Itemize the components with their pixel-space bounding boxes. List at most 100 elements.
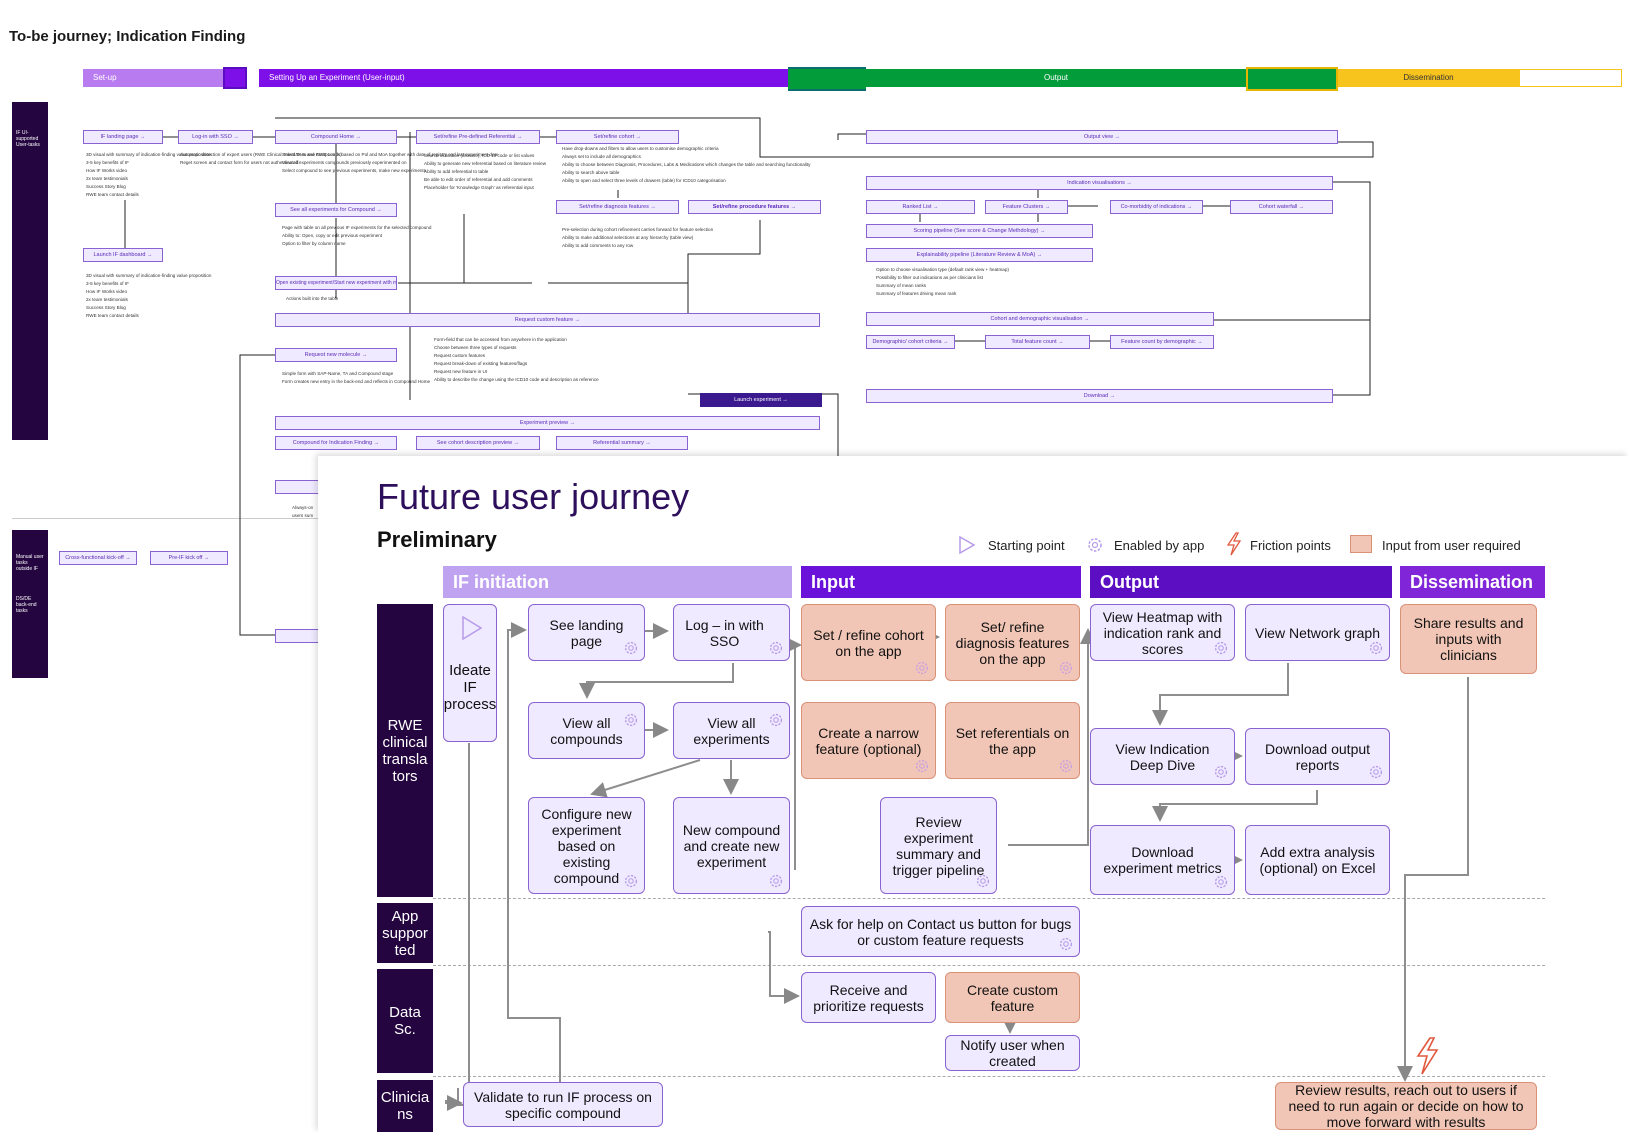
card-custom-feature: Create custom feature xyxy=(945,972,1080,1023)
card-review-results: Review results, reach out to users if ne… xyxy=(1275,1082,1537,1130)
card-review: Review experiment summary and trigger pi… xyxy=(880,797,997,894)
card-excel: Add extra analysis (optional) on Excel xyxy=(1245,825,1390,895)
bg-box-referential-summary: Referential summary → xyxy=(556,436,688,450)
card-receive: Receive and prioritize requests xyxy=(801,972,936,1023)
bg-phase-output: Output xyxy=(866,69,1246,87)
bg-box-custom-feature: Request custom feature → xyxy=(275,313,820,327)
card-share: Share results and inputs with clinicians xyxy=(1400,604,1537,674)
bg-notes-custom: Form-field that can be accessed from any… xyxy=(434,337,599,382)
friction-icon xyxy=(1416,1037,1439,1075)
bg-notes-landing: 3D visual with summary of indication-fin… xyxy=(86,152,212,197)
card-new-compound: New compound and create new experiment xyxy=(673,797,790,894)
bg-box-open-experiment: Open existing experiment/Start new exper… xyxy=(275,276,397,290)
card-ideate: Ideate IF process xyxy=(443,604,497,742)
starting-point-icon xyxy=(959,535,976,555)
bg-box-new-molecule: Request new molecule → xyxy=(275,348,397,362)
card-cohort: Set / refine cohort on the app xyxy=(801,604,936,681)
bg-phase-empty xyxy=(1519,69,1622,87)
bg-phase-setup: Set-up xyxy=(83,69,223,87)
bg-lane-manual: Manual user tasks outside IF xyxy=(12,530,48,578)
background-title: To-be journey; Indication Finding xyxy=(9,28,246,45)
bg-notes-sso: Automatic detection of expert users (RWE… xyxy=(180,152,342,165)
bg-box-cohort-vis: Cohort and demographic visualisation → xyxy=(866,312,1214,326)
bg-box-pre-if: Pre-IF kick off → xyxy=(150,551,228,565)
bg-box-kickoff: Cross-functional kick-off → xyxy=(59,551,137,565)
bg-box-download: Download → xyxy=(866,389,1333,403)
card-deep-dive: View Indication Deep Dive xyxy=(1090,728,1235,785)
lane-app: App suppor ted xyxy=(377,903,433,963)
lane-datasc: Data Sc. xyxy=(377,969,433,1073)
phase-dissemination: Dissemination xyxy=(1400,566,1545,598)
card-notify: Notify user when created xyxy=(945,1035,1080,1071)
gear-icon xyxy=(769,874,783,888)
gear-icon xyxy=(769,713,783,727)
bg-box-feature-clusters: Feature Clusters → xyxy=(985,200,1068,214)
gear-icon xyxy=(769,641,783,655)
gear-icon xyxy=(1214,875,1228,889)
phase-input: Input xyxy=(801,566,1081,598)
card-login: Log – in with SSO xyxy=(673,604,790,661)
card-experiments: View all experiments xyxy=(673,702,790,759)
bg-box-dashboard: Launch IF dashboard → xyxy=(83,248,163,262)
bg-box-cohort-preview: See cohort description preview → xyxy=(416,436,540,450)
bg-box-waterfall: Cohort waterfall → xyxy=(1230,200,1333,214)
legend-start: Starting point xyxy=(988,538,1065,553)
card-help: Ask for help on Contact us button for bu… xyxy=(801,906,1080,957)
card-validate: Validate to run IF process on specific c… xyxy=(463,1082,663,1127)
bg-notes-open: Actions built into the table xyxy=(286,296,339,301)
bg-box-landing: IF landing page → xyxy=(83,130,163,144)
bg-box-indication-vis: Indication visualisations → xyxy=(866,176,1333,190)
card-referentials: Set referentials on the app xyxy=(945,702,1080,779)
bg-box-experiments: See all experiments for Compound → xyxy=(275,203,397,217)
card-metrics: Download experiment metrics xyxy=(1090,825,1235,895)
phase-output: Output xyxy=(1090,566,1392,598)
bg-box-sso: Log-in with SSO → xyxy=(178,130,253,144)
lane-clinicians: Clinicia ns xyxy=(377,1080,433,1132)
gear-icon xyxy=(1059,937,1073,951)
bg-notes-cohort: Have drop-downs and filters to allow use… xyxy=(562,146,811,183)
bg-phase-dissemination: Dissemination xyxy=(1338,69,1519,87)
starting-point-icon xyxy=(462,615,483,641)
card-network: View Network graph xyxy=(1245,604,1390,661)
bg-notes-molecule: Simple form with SAP-Name, TA and Compou… xyxy=(282,371,431,384)
gear-icon xyxy=(1059,661,1073,675)
bg-box-launch: Launch experiment → xyxy=(700,393,822,407)
bg-notes-diagnosis: Pre-selection during cohort refinement c… xyxy=(562,227,714,248)
card-compounds: View all compounds xyxy=(528,702,645,759)
bg-box-count-demo: Feature count by demographic → xyxy=(1110,335,1214,349)
phase-if-initiation: IF initiation xyxy=(443,566,792,598)
bg-box-total-count: Total feature count → xyxy=(985,335,1090,349)
journey-subtitle: Preliminary xyxy=(377,527,497,552)
card-heatmap: View Heatmap with indication rank and sc… xyxy=(1090,604,1235,661)
bg-notes-compound: Select TA to see compounds based on Pol … xyxy=(282,152,499,173)
bg-box-demo-criteria: Demographic/ cohort criteria → xyxy=(866,335,955,349)
bg-box-compound-home: Compound Home → xyxy=(275,130,397,144)
card-landing: See landing page xyxy=(528,604,645,661)
gear-icon xyxy=(915,759,929,773)
bg-box-diagnosis: Set/refine diagnosis features → xyxy=(556,200,679,214)
lane-rwe: RWE clinical transla tors xyxy=(377,604,433,897)
gear-icon xyxy=(1059,759,1073,773)
bg-box-ranked-list: Ranked List → xyxy=(866,200,975,214)
bg-notes-experiments: Page with table on all previous IF exper… xyxy=(282,225,432,246)
bg-phase-joint xyxy=(788,67,866,91)
bg-notes-output: Option to choose visualisation type (def… xyxy=(876,267,1009,296)
lane-separator xyxy=(433,965,1545,966)
legend-friction: Friction points xyxy=(1250,538,1331,553)
gear-icon xyxy=(1214,765,1228,779)
bg-box-scoring: Scoring pipeline (See score & Change Met… xyxy=(866,224,1093,238)
card-narrow: Create a narrow feature (optional) xyxy=(801,702,936,779)
gear-icon xyxy=(1369,765,1383,779)
bg-box-procedure: Set/refine procedure features → xyxy=(688,200,821,214)
bg-phase-connector xyxy=(223,67,247,89)
bg-box-explainability: Explainability pipeline (Literature Revi… xyxy=(866,248,1093,262)
card-reports: Download output reports xyxy=(1245,728,1390,785)
card-configure: Configure new experiment based on existi… xyxy=(528,797,645,894)
card-diagnosis: Set/ refine diagnosis features on the ap… xyxy=(945,604,1080,681)
bg-box-comorbidity: Co-morbidity of indications → xyxy=(1110,200,1203,214)
bg-notes-referential: Search indication (disease), ICD 10 code… xyxy=(424,153,547,190)
lane-separator xyxy=(433,898,1545,899)
gear-icon xyxy=(976,874,990,888)
gear-icon xyxy=(1088,538,1102,552)
